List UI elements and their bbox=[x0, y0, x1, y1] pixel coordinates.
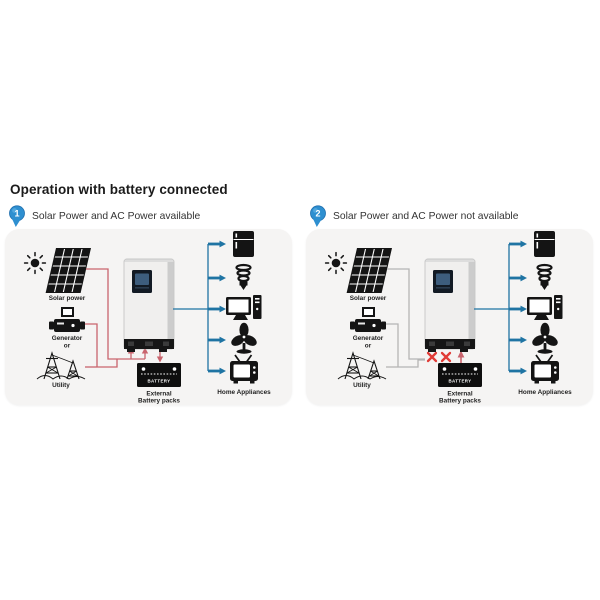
generator-or-label: or bbox=[365, 343, 372, 350]
numbered-pin-marker: 1 bbox=[9, 205, 25, 227]
battery-icon: BATTERY bbox=[438, 363, 482, 387]
ac-output-lines bbox=[173, 242, 220, 373]
refrigerator-icon bbox=[233, 231, 254, 257]
home-appliances-label: Home Appliances bbox=[217, 389, 271, 396]
panel-number: 2 bbox=[315, 209, 320, 219]
refrigerator-icon bbox=[534, 231, 555, 257]
utility-grid-icon bbox=[36, 351, 86, 380]
inverter-icon bbox=[123, 258, 175, 352]
generator-label: Generator bbox=[52, 335, 83, 342]
battery-unit-label: BATTERY bbox=[448, 379, 471, 384]
external-battery-label-line1: External bbox=[146, 391, 171, 398]
solar-power-label: Solar power bbox=[350, 295, 387, 302]
external-battery-label-line2: Battery packs bbox=[138, 398, 180, 405]
home-appliances-label: Home Appliances bbox=[518, 389, 572, 396]
utility-label: Utility bbox=[353, 382, 371, 389]
sun-icon bbox=[324, 251, 348, 275]
generator-label: Generator bbox=[353, 335, 384, 342]
solar-power-label: Solar power bbox=[49, 295, 86, 302]
panel-number: 1 bbox=[14, 209, 19, 219]
inverter-icon bbox=[424, 258, 476, 352]
ac-output-lines bbox=[474, 242, 521, 373]
utility-label: Utility bbox=[52, 382, 70, 389]
numbered-pin-marker: 2 bbox=[310, 205, 326, 227]
generator-icon bbox=[49, 307, 85, 332]
diagram-card: Solar power Generator or bbox=[5, 229, 292, 405]
computer-icon bbox=[226, 295, 262, 320]
ac-output-arrowheads bbox=[219, 240, 226, 375]
battery-discharge-arrow bbox=[457, 350, 465, 363]
battery-icon: BATTERY bbox=[137, 363, 181, 387]
panel-1-heading-row: 1 Solar Power and AC Power available bbox=[5, 205, 292, 228]
solar-panel-icon bbox=[346, 248, 392, 293]
sun-icon bbox=[23, 251, 47, 275]
cfl-bulb-icon bbox=[235, 263, 252, 290]
solar-panel-icon bbox=[45, 248, 91, 293]
ac-output-arrowheads bbox=[520, 240, 527, 375]
panel-heading: Solar Power and AC Power not available bbox=[333, 211, 519, 222]
external-battery-label-line2: Battery packs bbox=[439, 398, 481, 405]
computer-icon bbox=[527, 295, 563, 320]
generator-icon bbox=[350, 307, 386, 332]
battery-unit-label: BATTERY bbox=[147, 379, 170, 384]
cfl-bulb-icon bbox=[536, 263, 553, 290]
fan-icon bbox=[231, 322, 257, 354]
diagram-card: Solar power Generator or bbox=[306, 229, 593, 405]
unavailable-cross-icons bbox=[426, 351, 452, 363]
fan-icon bbox=[532, 322, 558, 354]
generator-or-label: or bbox=[64, 343, 71, 350]
tv-icon bbox=[230, 354, 258, 384]
panel-heading: Solar Power and AC Power available bbox=[32, 211, 201, 222]
tv-icon bbox=[531, 354, 559, 384]
utility-grid-icon bbox=[337, 351, 387, 380]
external-battery-label-line1: External bbox=[447, 391, 472, 398]
page-title: Operation with battery connected bbox=[10, 182, 228, 197]
panel-2-heading-row: 2 Solar Power and AC Power not available bbox=[306, 205, 593, 228]
power-input-lines-unavailable bbox=[386, 268, 425, 368]
panel-solar-and-ac-not-available: 2 Solar Power and AC Power not available bbox=[306, 205, 593, 405]
panel-solar-and-ac-available: 1 Solar Power and AC Power available bbox=[5, 205, 292, 405]
